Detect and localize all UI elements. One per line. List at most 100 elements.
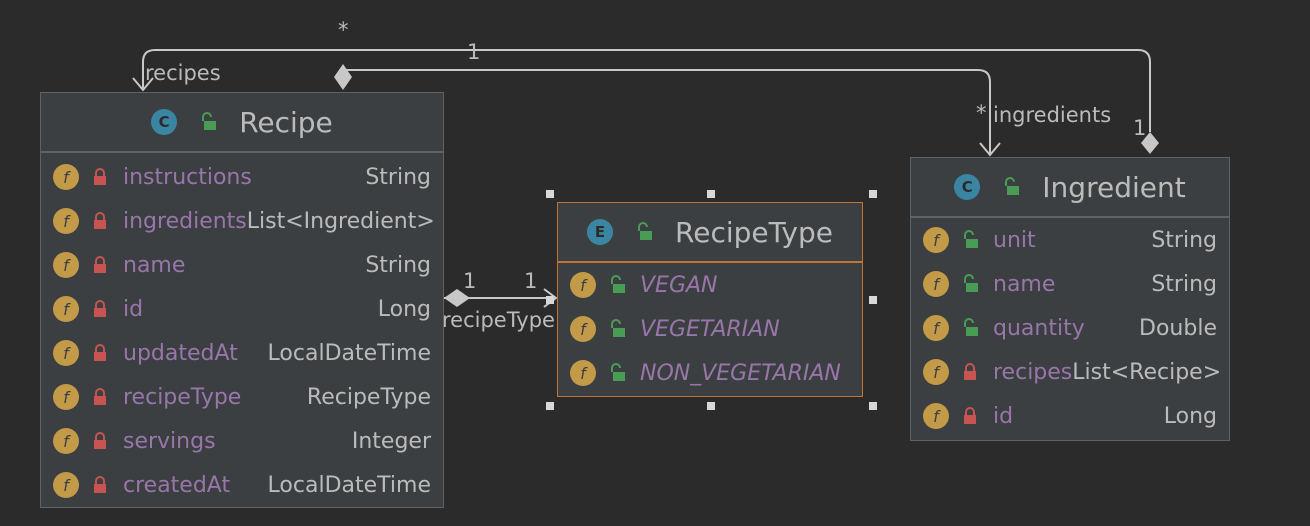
selection-handle[interactable] [869,296,877,304]
arrowhead-ingredients [979,142,1001,157]
node-header: C Ingredient [911,158,1229,218]
field-icon: f [923,315,949,341]
public-icon [633,221,655,243]
selection-handle[interactable] [707,402,715,410]
public-icon [197,111,219,133]
selection-handle[interactable] [546,402,554,410]
field-name: unit [993,227,1036,253]
field-icon: f [923,403,949,429]
selection-handle[interactable] [546,190,554,198]
label-rt-right: 1 [524,269,538,293]
label-ingredients-one: 1 [1133,116,1147,140]
label-ingredients-star: * [976,101,987,125]
field-row[interactable]: f quantity Double [911,306,1229,350]
private-lock-icon [89,342,111,364]
private-lock-icon [89,166,111,188]
private-lock-icon [89,474,111,496]
field-row[interactable]: f id Long [41,287,443,331]
field-name: name [993,271,1056,297]
field-name: name [123,252,186,278]
public-lock-icon [606,362,628,384]
field-name: quantity [993,315,1085,341]
field-type: Double [1139,315,1217,341]
field-name: NON_VEGETARIAN [640,360,841,386]
field-icon: f [53,208,79,234]
public-lock-icon [959,229,981,251]
private-lock-icon [959,361,981,383]
field-icon: f [53,164,79,190]
field-row[interactable]: f createdAt LocalDateTime [41,463,443,507]
selection-handle[interactable] [707,190,715,198]
private-lock-icon [89,298,111,320]
field-name: id [993,403,1014,429]
field-type: LocalDateTime [267,340,431,366]
label-ingredients: ingredients [993,103,1112,127]
private-lock-icon [89,386,111,408]
field-icon: f [53,296,79,322]
field-type: String [365,252,431,278]
enum-constant-row[interactable]: f VEGETARIAN [558,307,862,351]
field-type: List<Recipe> [1072,359,1222,385]
private-lock-icon [89,254,111,276]
public-lock-icon [606,318,628,340]
diamond-recipe-top [334,64,352,90]
selection-handle[interactable] [546,296,554,304]
private-lock-icon [89,210,111,232]
field-name: createdAt [123,472,231,498]
public-lock-icon [606,274,628,296]
enum-constant-row[interactable]: f NON_VEGETARIAN [558,351,862,395]
field-name: servings [123,428,216,454]
label-recipetype: recipeType [442,308,555,332]
field-row[interactable]: f name String [911,262,1229,306]
label-recipes: recipes [145,61,221,85]
field-name: id [123,296,144,322]
selection-handle[interactable] [869,190,877,198]
node-header: C Recipe [41,93,443,153]
field-icon: f [923,227,949,253]
field-icon: f [923,359,949,385]
field-name: recipes [993,359,1073,385]
public-lock-icon [959,317,981,339]
field-icon: f [923,271,949,297]
field-icon: f [53,472,79,498]
private-lock-icon [89,430,111,452]
class-icon: C [954,174,981,200]
field-name: VEGETARIAN [640,316,780,342]
field-type: RecipeType [306,384,431,410]
enum-title: RecipeType [675,215,833,249]
label-recipes-one: 1 [467,40,481,64]
field-type: Long [377,296,431,322]
node-header: E RecipeType [558,203,862,263]
class-title: Ingredient [1042,170,1186,204]
label-rt-left: 1 [463,269,477,293]
class-title: Recipe [239,105,333,139]
public-icon [1000,176,1022,198]
field-icon: f [570,360,596,386]
field-icon: f [570,316,596,342]
field-type: List<Ingredient> [246,208,435,234]
selection-handle[interactable] [869,402,877,410]
public-lock-icon [959,273,981,295]
field-name: VEGAN [640,272,718,298]
field-type: LocalDateTime [267,472,431,498]
field-type: String [1151,271,1217,297]
enum-icon: E [587,219,614,245]
class-icon: C [151,109,178,135]
field-icon: f [53,384,79,410]
label-recipes-star: * [338,18,349,42]
